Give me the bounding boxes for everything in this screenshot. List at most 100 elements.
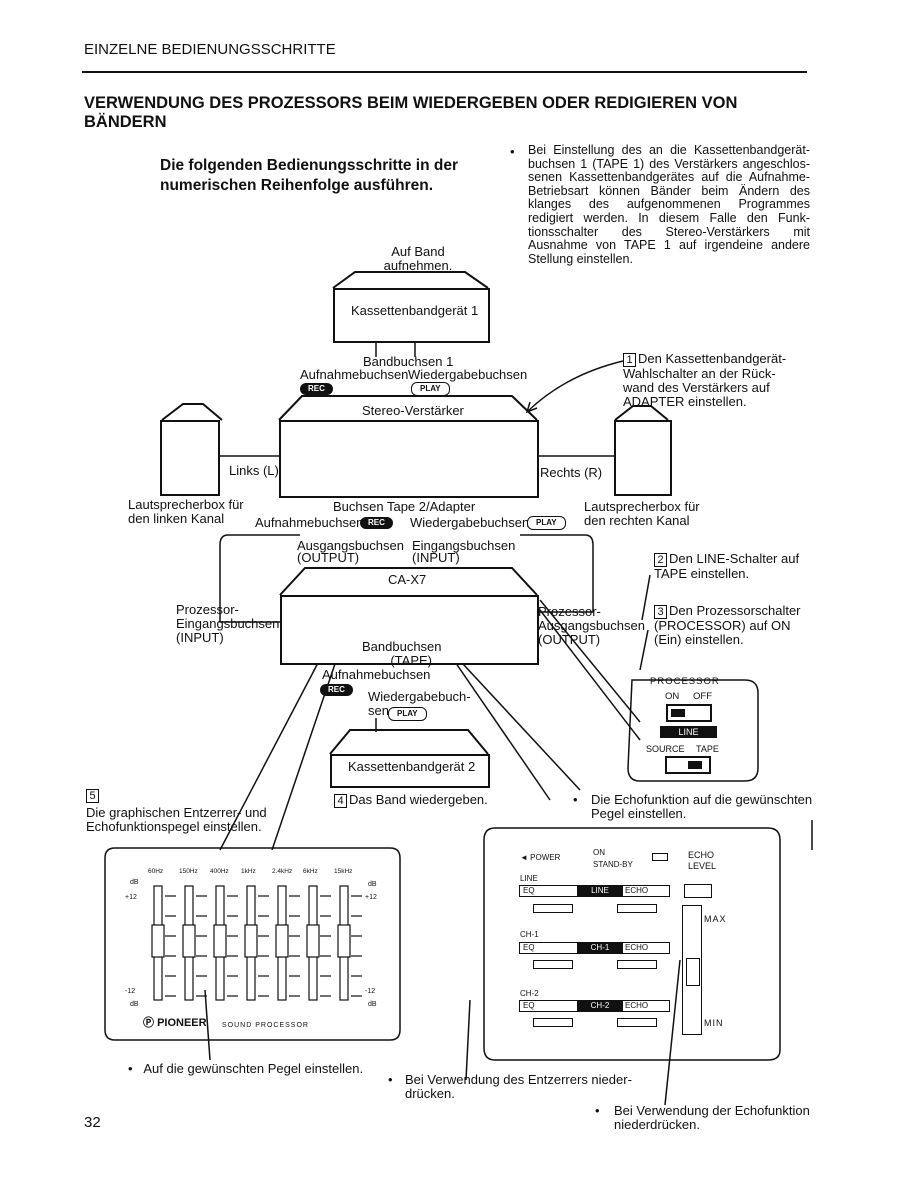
header-rule xyxy=(82,71,807,73)
step-5-num: 5 xyxy=(86,788,101,803)
minus12-right: -12 xyxy=(365,988,376,995)
speaker-left-label: Lautsprecherbox für den linken Kanal xyxy=(128,497,244,526)
eq-freq-label: 150Hz xyxy=(179,868,198,875)
min-label: MIN xyxy=(704,1018,724,1028)
jacks-1-label: Bandbuchsen 1 xyxy=(363,354,454,369)
line-btn-on: LINE xyxy=(577,886,623,896)
echo-key-1[interactable] xyxy=(617,904,657,913)
eq-btn-line[interactable]: EQ xyxy=(523,886,535,895)
standby-label: STAND-BY xyxy=(593,860,633,869)
left-label: Links (L) xyxy=(229,463,279,478)
echo-key-2[interactable] xyxy=(617,960,657,969)
eq-btn-ch1[interactable]: EQ xyxy=(523,943,535,952)
rec-jacks-3-label: Aufnahmebuchsen xyxy=(322,667,431,682)
eq-key-3[interactable] xyxy=(533,1018,573,1027)
switch-on-label: ON xyxy=(665,691,680,702)
eq-key-2[interactable] xyxy=(533,960,573,969)
processor-box xyxy=(280,595,539,665)
eq-slider-knob xyxy=(337,924,351,958)
ch1-buttons: EQ CH-1 ECHO xyxy=(519,942,670,954)
line-label-box: LINE xyxy=(660,726,717,738)
db-bottom-left: dB xyxy=(130,1001,139,1008)
echo-press-note: Bei Verwendung der Echofunktion niederdr… xyxy=(614,1103,810,1132)
plus12-right: +12 xyxy=(365,894,377,901)
sound-processor-label: SOUND PROCESSOR xyxy=(222,1022,309,1029)
rec-jacks-label: Aufnahmebuchsen xyxy=(300,367,409,382)
eq-slider-knob xyxy=(213,924,227,958)
echo-press-bullet: • xyxy=(595,1103,600,1118)
ch2-buttons: EQ CH-2 ECHO xyxy=(519,1000,670,1012)
intro-text: Die folgenden Bedienungsschritte in der … xyxy=(160,157,458,194)
jacks-tape-label: Bandbuchsen (TAPE) xyxy=(362,639,442,668)
db-top-right: dB xyxy=(368,881,377,888)
echo-level-knob[interactable] xyxy=(684,884,712,898)
plus12-left: +12 xyxy=(125,894,137,901)
echo-key-3[interactable] xyxy=(617,1018,657,1027)
note-bullet: • xyxy=(510,144,515,159)
switch-off-label: OFF xyxy=(693,691,712,702)
speaker-left xyxy=(160,420,220,496)
eq-freq-label: 15kHz xyxy=(334,868,353,875)
pioneer-brand: Ⓟ PIONEER xyxy=(143,1017,207,1029)
line-row-label: LINE xyxy=(520,874,538,883)
rec-pill-1: REC xyxy=(300,381,333,395)
eq-freq-label: 6kHz xyxy=(303,868,318,875)
rec-pill-3: REC xyxy=(320,682,353,696)
rec-jacks-2-label: Aufnahmebuchsen xyxy=(255,515,364,530)
ch2-btn: CH-2 xyxy=(577,1001,623,1011)
echo-level-slider[interactable] xyxy=(682,905,702,1035)
eq-freq-label: 1kHz xyxy=(241,868,256,875)
eq-slider-knob xyxy=(151,924,165,958)
tape-deck-2 xyxy=(330,754,490,788)
input-en-label: (INPUT) xyxy=(412,550,460,565)
echo-btn-ch1[interactable]: ECHO xyxy=(625,943,649,952)
level-note: • Auf die gewünschten Pegel einstellen. xyxy=(128,1061,364,1076)
eq-freq-label: 60Hz xyxy=(148,868,164,875)
play-jacks-label: Wiedergabebuchsen xyxy=(408,367,528,382)
eq-slider-knob xyxy=(306,924,320,958)
line-buttons: EQ LINE ECHO xyxy=(519,885,670,897)
db-bottom-right: dB xyxy=(368,1001,377,1008)
echo-level-label: ECHO LEVEL xyxy=(688,850,717,871)
on-label: ON xyxy=(593,848,605,857)
db-top-left: dB xyxy=(130,879,139,886)
power-switch[interactable] xyxy=(652,853,668,861)
output-en-label: (OUTPUT) xyxy=(297,550,360,565)
play-jacks-2-label: Wiedergabebuchsen xyxy=(410,515,530,530)
jacks-tape2-label: Buchsen Tape 2/Adapter xyxy=(333,499,476,514)
eq-slider-knob xyxy=(182,924,196,958)
tape-deck-2-label: Kassettenbandgerät 2 xyxy=(348,759,476,774)
eq-key-1[interactable] xyxy=(533,904,573,913)
section-header: EINZELNE BEDIENUNGSSCHRITTE xyxy=(84,41,336,58)
page-number: 32 xyxy=(84,1114,101,1131)
tape-deck-1-label: Kassettenbandgerät 1 xyxy=(351,303,479,318)
play-jacks-3-label: Wiedergabebuch-sen xyxy=(368,689,471,718)
echo-btn-ch2[interactable]: ECHO xyxy=(625,1001,649,1010)
processor-switch[interactable] xyxy=(666,704,712,722)
amplifier-box xyxy=(279,420,539,498)
proc-in-label: Prozessor-Eingangsbuchsen (INPUT) xyxy=(176,602,280,645)
speaker-right-label: Lautsprecherbox für den rechten Kanal xyxy=(584,499,700,528)
minus12-left: -12 xyxy=(125,988,136,995)
echo-note-bullet: • xyxy=(573,792,578,807)
switch-processor-label: PROCESSOR xyxy=(650,676,720,687)
echo-btn-line[interactable]: ECHO xyxy=(625,886,649,895)
line-switch[interactable] xyxy=(665,756,711,774)
eq-press-note: Bei Verwendung des Entzerrers nieder-drü… xyxy=(405,1072,632,1101)
page-title: VERWENDUNG DES PROZESSORS BEIM WIEDERGEB… xyxy=(84,94,738,131)
switch-source-label: SOURCE xyxy=(646,744,685,754)
play-pill-2: PLAY xyxy=(527,515,566,530)
note-top: Bei Einstellung des an die Kassettenband… xyxy=(528,143,810,266)
output-jacks-label: Ausgangsbuchsen xyxy=(297,538,404,553)
speaker-right xyxy=(614,420,672,496)
eq-btn-ch2[interactable]: EQ xyxy=(523,1001,535,1010)
eq-freq-label: 400Hz xyxy=(210,868,229,875)
rec-pill-2: REC xyxy=(360,515,393,529)
ch1-btn: CH-1 xyxy=(577,943,623,953)
amplifier-label: Stereo-Verstärker xyxy=(362,403,464,418)
ch2-label: CH-2 xyxy=(520,989,539,998)
play-pill-1: PLAY xyxy=(411,381,450,396)
